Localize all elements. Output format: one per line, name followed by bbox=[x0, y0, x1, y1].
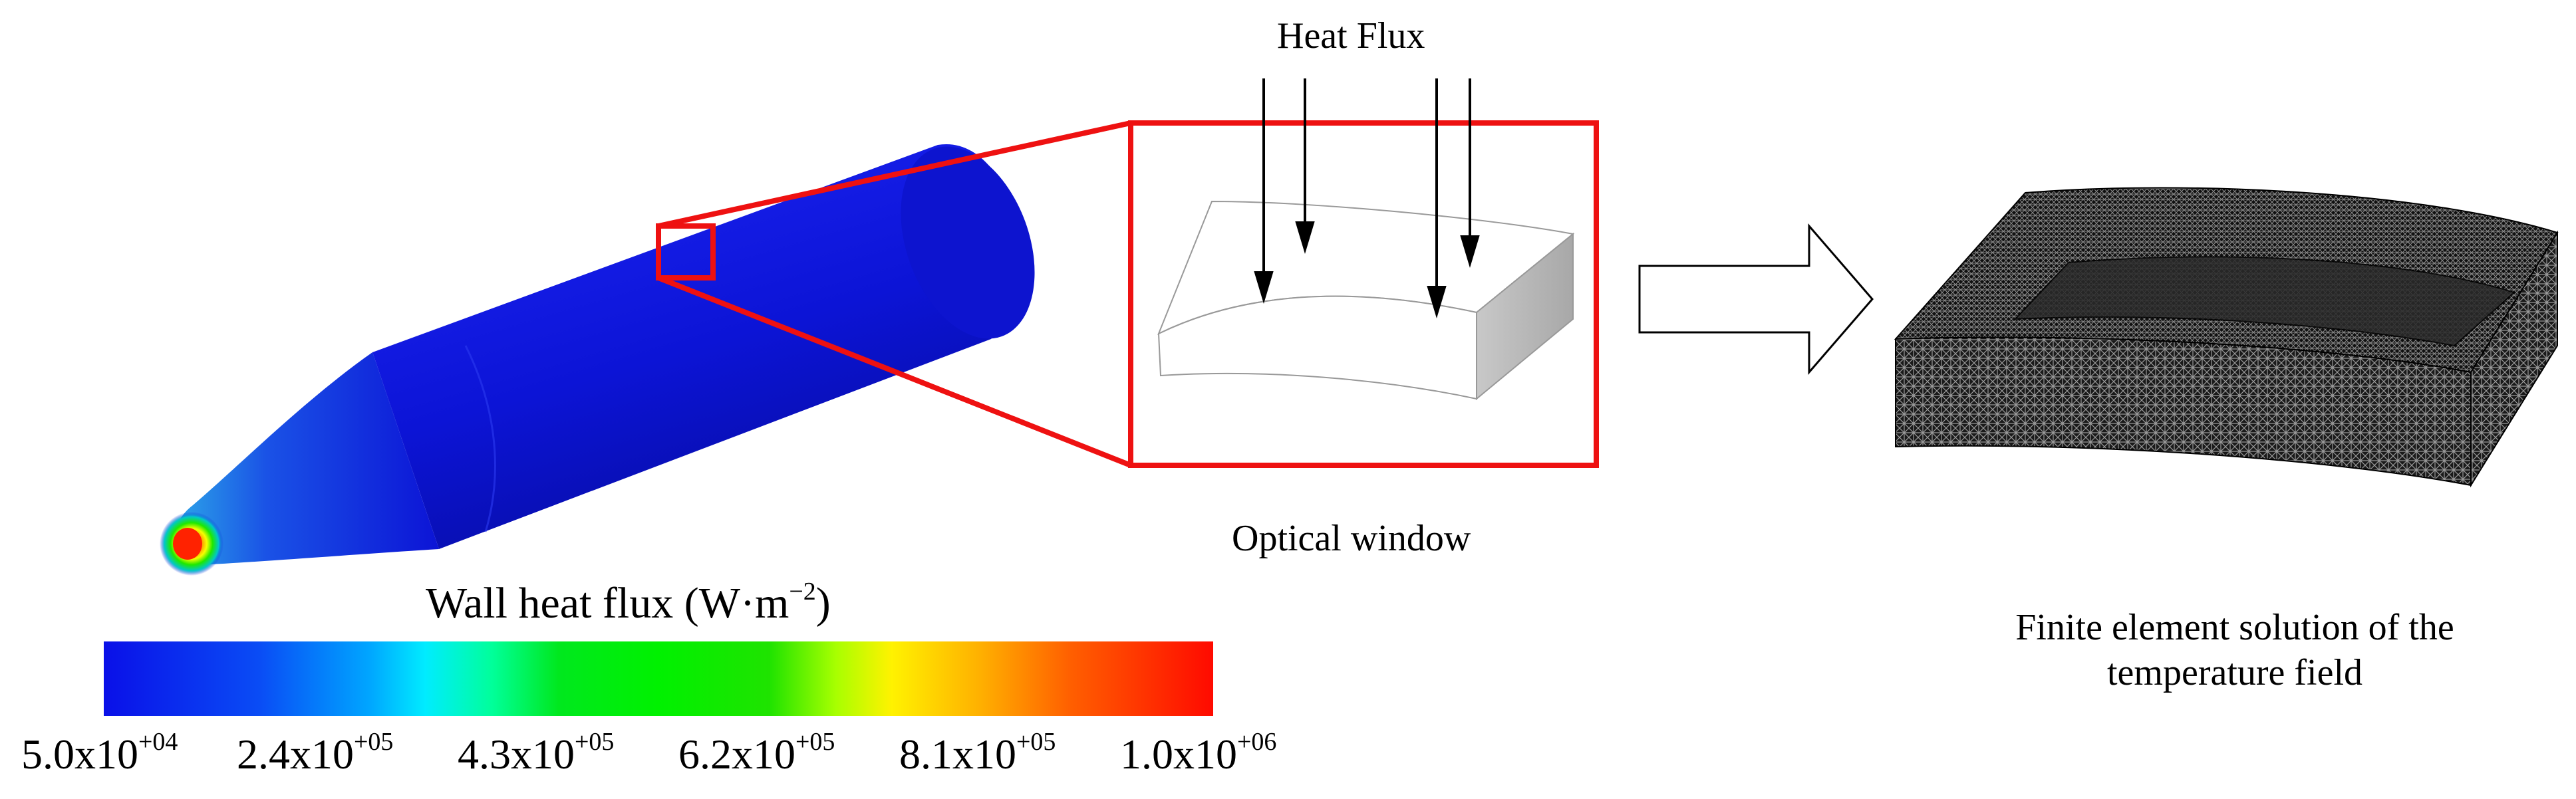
heat-flux-label: Heat Flux bbox=[1277, 15, 1425, 57]
tick-mantissa: 2.4x10 bbox=[237, 731, 354, 778]
heat-flux-arrows bbox=[1254, 78, 1480, 318]
vehicle-base bbox=[901, 146, 1035, 339]
tick-mantissa: 4.3x10 bbox=[458, 731, 575, 778]
legend-title-text: Wall heat flux (W·m bbox=[426, 579, 789, 628]
tick-exponent: +05 bbox=[354, 727, 394, 756]
slab-side bbox=[1476, 232, 1574, 401]
optical-window-label: Optical window bbox=[1232, 518, 1471, 559]
tick-mantissa: 5.0x10 bbox=[21, 731, 138, 778]
colorbar bbox=[104, 641, 1213, 716]
tick-exponent: +06 bbox=[1237, 727, 1277, 756]
vehicle-cylinder bbox=[372, 144, 1020, 550]
zoom-line-top bbox=[658, 120, 1131, 229]
tick-exponent: +04 bbox=[138, 727, 178, 756]
colorbar-tick-label: 4.3x10+05 bbox=[458, 727, 615, 779]
legend-title-exponent: −2 bbox=[789, 578, 816, 606]
colorbar-tick-label: 6.2x10+05 bbox=[678, 727, 835, 779]
colorbar-tick-label: 1.0x10+06 bbox=[1120, 727, 1277, 779]
zoom-highlight bbox=[656, 120, 1599, 468]
fe-mesh-model bbox=[1894, 187, 2559, 488]
tick-exponent: +05 bbox=[795, 727, 835, 756]
zoom-line-bottom bbox=[657, 275, 1132, 468]
vehicle-model bbox=[160, 144, 1035, 576]
vehicle-joint-line bbox=[464, 345, 496, 532]
mesh-pocket bbox=[2013, 256, 2515, 347]
colorbar-tick-label: 8.1x10+05 bbox=[899, 727, 1056, 779]
fe-caption: Finite element solution of the temperatu… bbox=[2015, 607, 2454, 693]
mesh-side-face bbox=[2470, 230, 2558, 488]
tick-mantissa: 1.0x10 bbox=[1120, 731, 1237, 778]
tick-mantissa: 6.2x10 bbox=[678, 731, 795, 778]
colorbar-tick-label: 5.0x10+04 bbox=[21, 727, 178, 779]
tick-mantissa: 8.1x10 bbox=[899, 731, 1016, 778]
legend-title-close: ) bbox=[815, 579, 831, 628]
legend-title: Wall heat flux (W·m−2) bbox=[426, 578, 831, 629]
mesh-front-face bbox=[1895, 336, 2472, 487]
optical-window-frame bbox=[1128, 120, 1599, 468]
process-arrow bbox=[1638, 223, 1874, 376]
tick-exponent: +05 bbox=[575, 727, 615, 756]
colorbar-tick-label: 2.4x10+05 bbox=[237, 727, 394, 779]
vehicle-ogive bbox=[174, 352, 439, 565]
tick-exponent: +05 bbox=[1016, 727, 1056, 756]
highlight-small-box bbox=[656, 223, 716, 281]
optical-window-slab bbox=[1157, 200, 1575, 401]
